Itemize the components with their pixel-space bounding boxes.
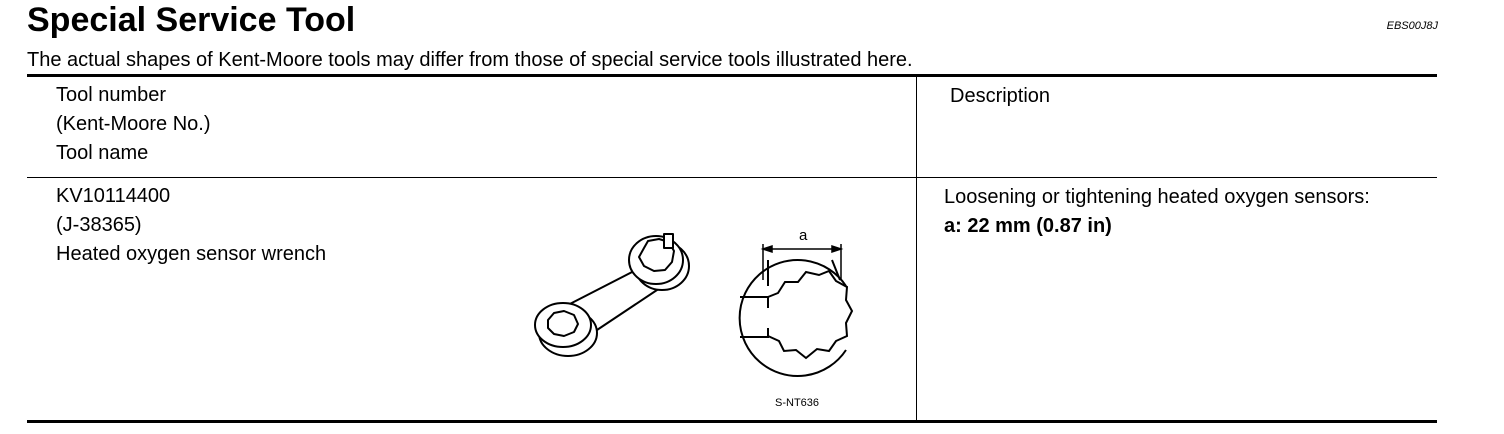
description-text: Loosening or tightening heated oxygen se… bbox=[944, 186, 1370, 208]
figure-code: S-NT636 bbox=[775, 397, 820, 409]
tool-description: Loosening or tightening heated oxygen se… bbox=[944, 183, 1414, 241]
wrench-illustration: a bbox=[534, 227, 854, 377]
wrench-drawing bbox=[534, 233, 690, 357]
dimension-label: a bbox=[799, 227, 808, 244]
ring-cross-section bbox=[738, 259, 854, 377]
header-kent-moore-no: (Kent-Moore No.) bbox=[56, 113, 211, 135]
dimension-a bbox=[760, 244, 844, 280]
tool-name: Heated oxygen sensor wrench bbox=[56, 243, 327, 265]
tool-shape-note: The actual shapes of Kent-Moore tools ma… bbox=[27, 49, 913, 71]
table-top-rule bbox=[27, 74, 1437, 77]
table-bottom-rule bbox=[27, 420, 1437, 423]
header-tool-number: Tool number bbox=[56, 84, 167, 106]
column-divider bbox=[916, 77, 917, 420]
kent-moore-number: (J-38365) bbox=[56, 214, 142, 236]
header-description: Description bbox=[950, 85, 1051, 107]
header-tool-name: Tool name bbox=[56, 142, 149, 164]
dimension-spec: a: 22 mm (0.87 in) bbox=[944, 215, 1112, 237]
document-code: EBS00J8J bbox=[1386, 20, 1438, 32]
page-title: Special Service Tool bbox=[27, 1, 356, 39]
header-divider bbox=[27, 177, 1437, 178]
tool-number: KV10114400 bbox=[56, 185, 171, 207]
